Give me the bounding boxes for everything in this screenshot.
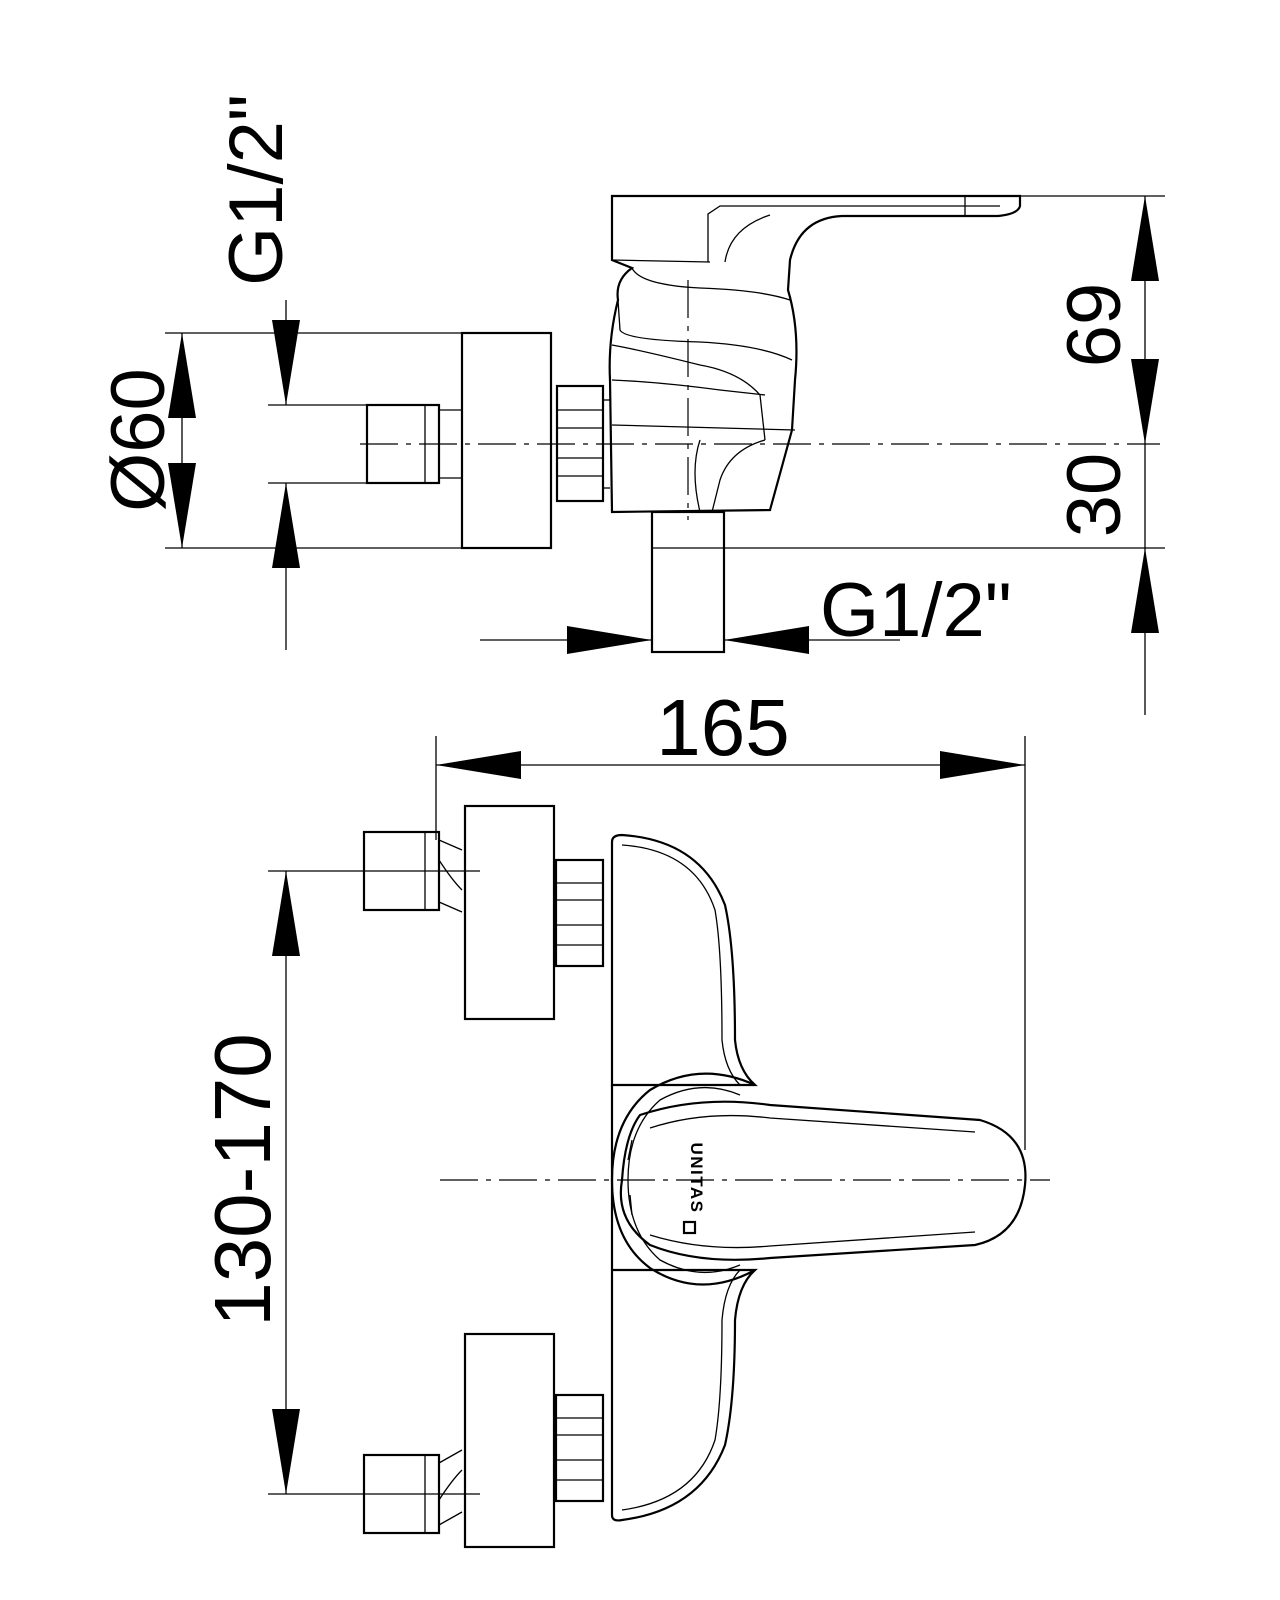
height-lower-label: 30 <box>1052 453 1137 538</box>
top-thread-dimension <box>272 300 300 650</box>
brand-logo-mark <box>682 1220 697 1235</box>
front-bottom-flange <box>463 1332 556 1549</box>
front-top-flange <box>463 804 556 1021</box>
centers-dimension <box>272 871 300 1494</box>
front-mixer-body <box>610 833 758 1522</box>
side-mixer-body <box>608 194 1022 514</box>
centers-label: 130-170 <box>198 1033 287 1327</box>
front-top-nut <box>554 858 605 968</box>
width-label: 165 <box>656 683 789 772</box>
side-view: G1/2" Ø60 69 30 G1/2" <box>96 94 1165 715</box>
front-bottom-nut <box>554 1393 605 1503</box>
brand-logo: UNITAS <box>687 1142 706 1213</box>
side-wall-flange <box>460 331 553 550</box>
side-extension-lines <box>165 195 1165 641</box>
height-dimension <box>1131 196 1159 715</box>
front-lever <box>619 1100 1027 1261</box>
outlet-thread-dimension <box>567 626 809 654</box>
width-dimension: 165 <box>435 683 1026 1150</box>
side-outlet <box>650 510 726 654</box>
height-upper-label: 69 <box>1052 283 1137 368</box>
outlet-thread-label: G1/2" <box>820 568 1012 653</box>
diameter-dimension <box>168 333 196 548</box>
front-bottom-connector <box>362 1449 463 1535</box>
diameter-label: Ø60 <box>96 368 181 512</box>
top-thread-label: G1/2" <box>214 94 299 286</box>
front-top-connector <box>362 830 463 913</box>
front-view: UNITAS 130-170 <box>198 804 1050 1549</box>
